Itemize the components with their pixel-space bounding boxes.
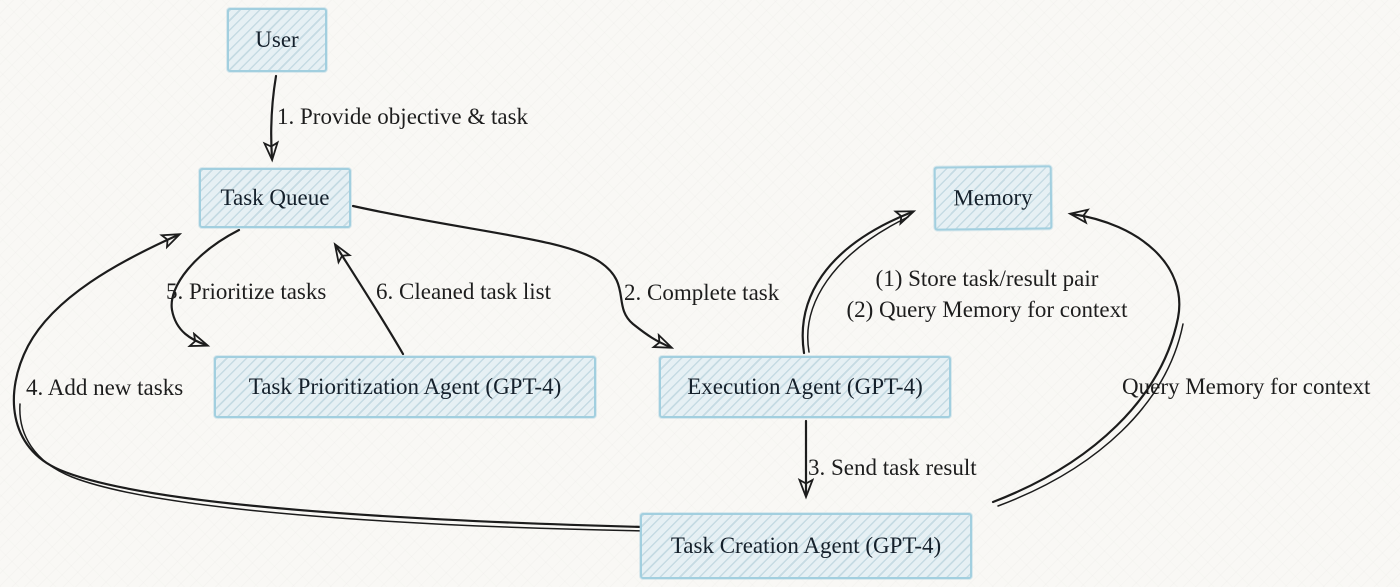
edge-label-send-task-result: 3. Send task result xyxy=(808,455,977,480)
edge-label-add-new-tasks: 4. Add new tasks xyxy=(26,375,184,400)
edge-label-cleaned-task-list: 6. Cleaned task list xyxy=(376,279,552,304)
arrow-creation-to-taskqueue-sketch xyxy=(19,403,649,532)
node-execution-agent-label: Execution Agent (GPT-4) xyxy=(687,374,923,399)
edge-label-store-pair: (1) Store task/result pair xyxy=(875,266,1099,291)
arrow-user-to-taskqueue xyxy=(271,74,276,158)
node-task-creation-agent-label: Task Creation Agent (GPT-4) xyxy=(670,533,942,558)
node-task-prioritization-agent: Task Prioritization Agent (GPT-4) xyxy=(214,356,596,418)
edge-label-query-context: (2) Query Memory for context xyxy=(846,297,1128,322)
node-task-creation-agent: Task Creation Agent (GPT-4) xyxy=(640,513,972,579)
node-execution-agent: Execution Agent (GPT-4) xyxy=(659,356,951,418)
node-memory: Memory xyxy=(933,165,1053,231)
arrow-creation-to-memory xyxy=(991,214,1181,504)
node-user: User xyxy=(227,8,327,72)
edge-label-complete-task: 2. Complete task xyxy=(624,280,780,305)
edge-label-query-memory: Query Memory for context xyxy=(1122,374,1371,399)
node-task-queue-label: Task Queue xyxy=(220,185,330,210)
node-memory-label: Memory xyxy=(953,184,1033,211)
node-task-prioritization-agent-label: Task Prioritization Agent (GPT-4) xyxy=(248,374,562,399)
node-user-label: User xyxy=(255,27,299,52)
node-task-queue: Task Queue xyxy=(199,168,351,228)
edge-label-prioritize-tasks: 5. Prioritize tasks xyxy=(166,279,327,304)
arrow-taskqueue-to-execution xyxy=(351,204,670,347)
arrow-creation-to-memory-sketch xyxy=(997,323,1184,507)
edge-label-memory-ops: (1) Store task/result pair (2) Query Mem… xyxy=(826,263,1148,325)
edge-label-provide-objective: 1. Provide objective & task xyxy=(277,104,529,129)
